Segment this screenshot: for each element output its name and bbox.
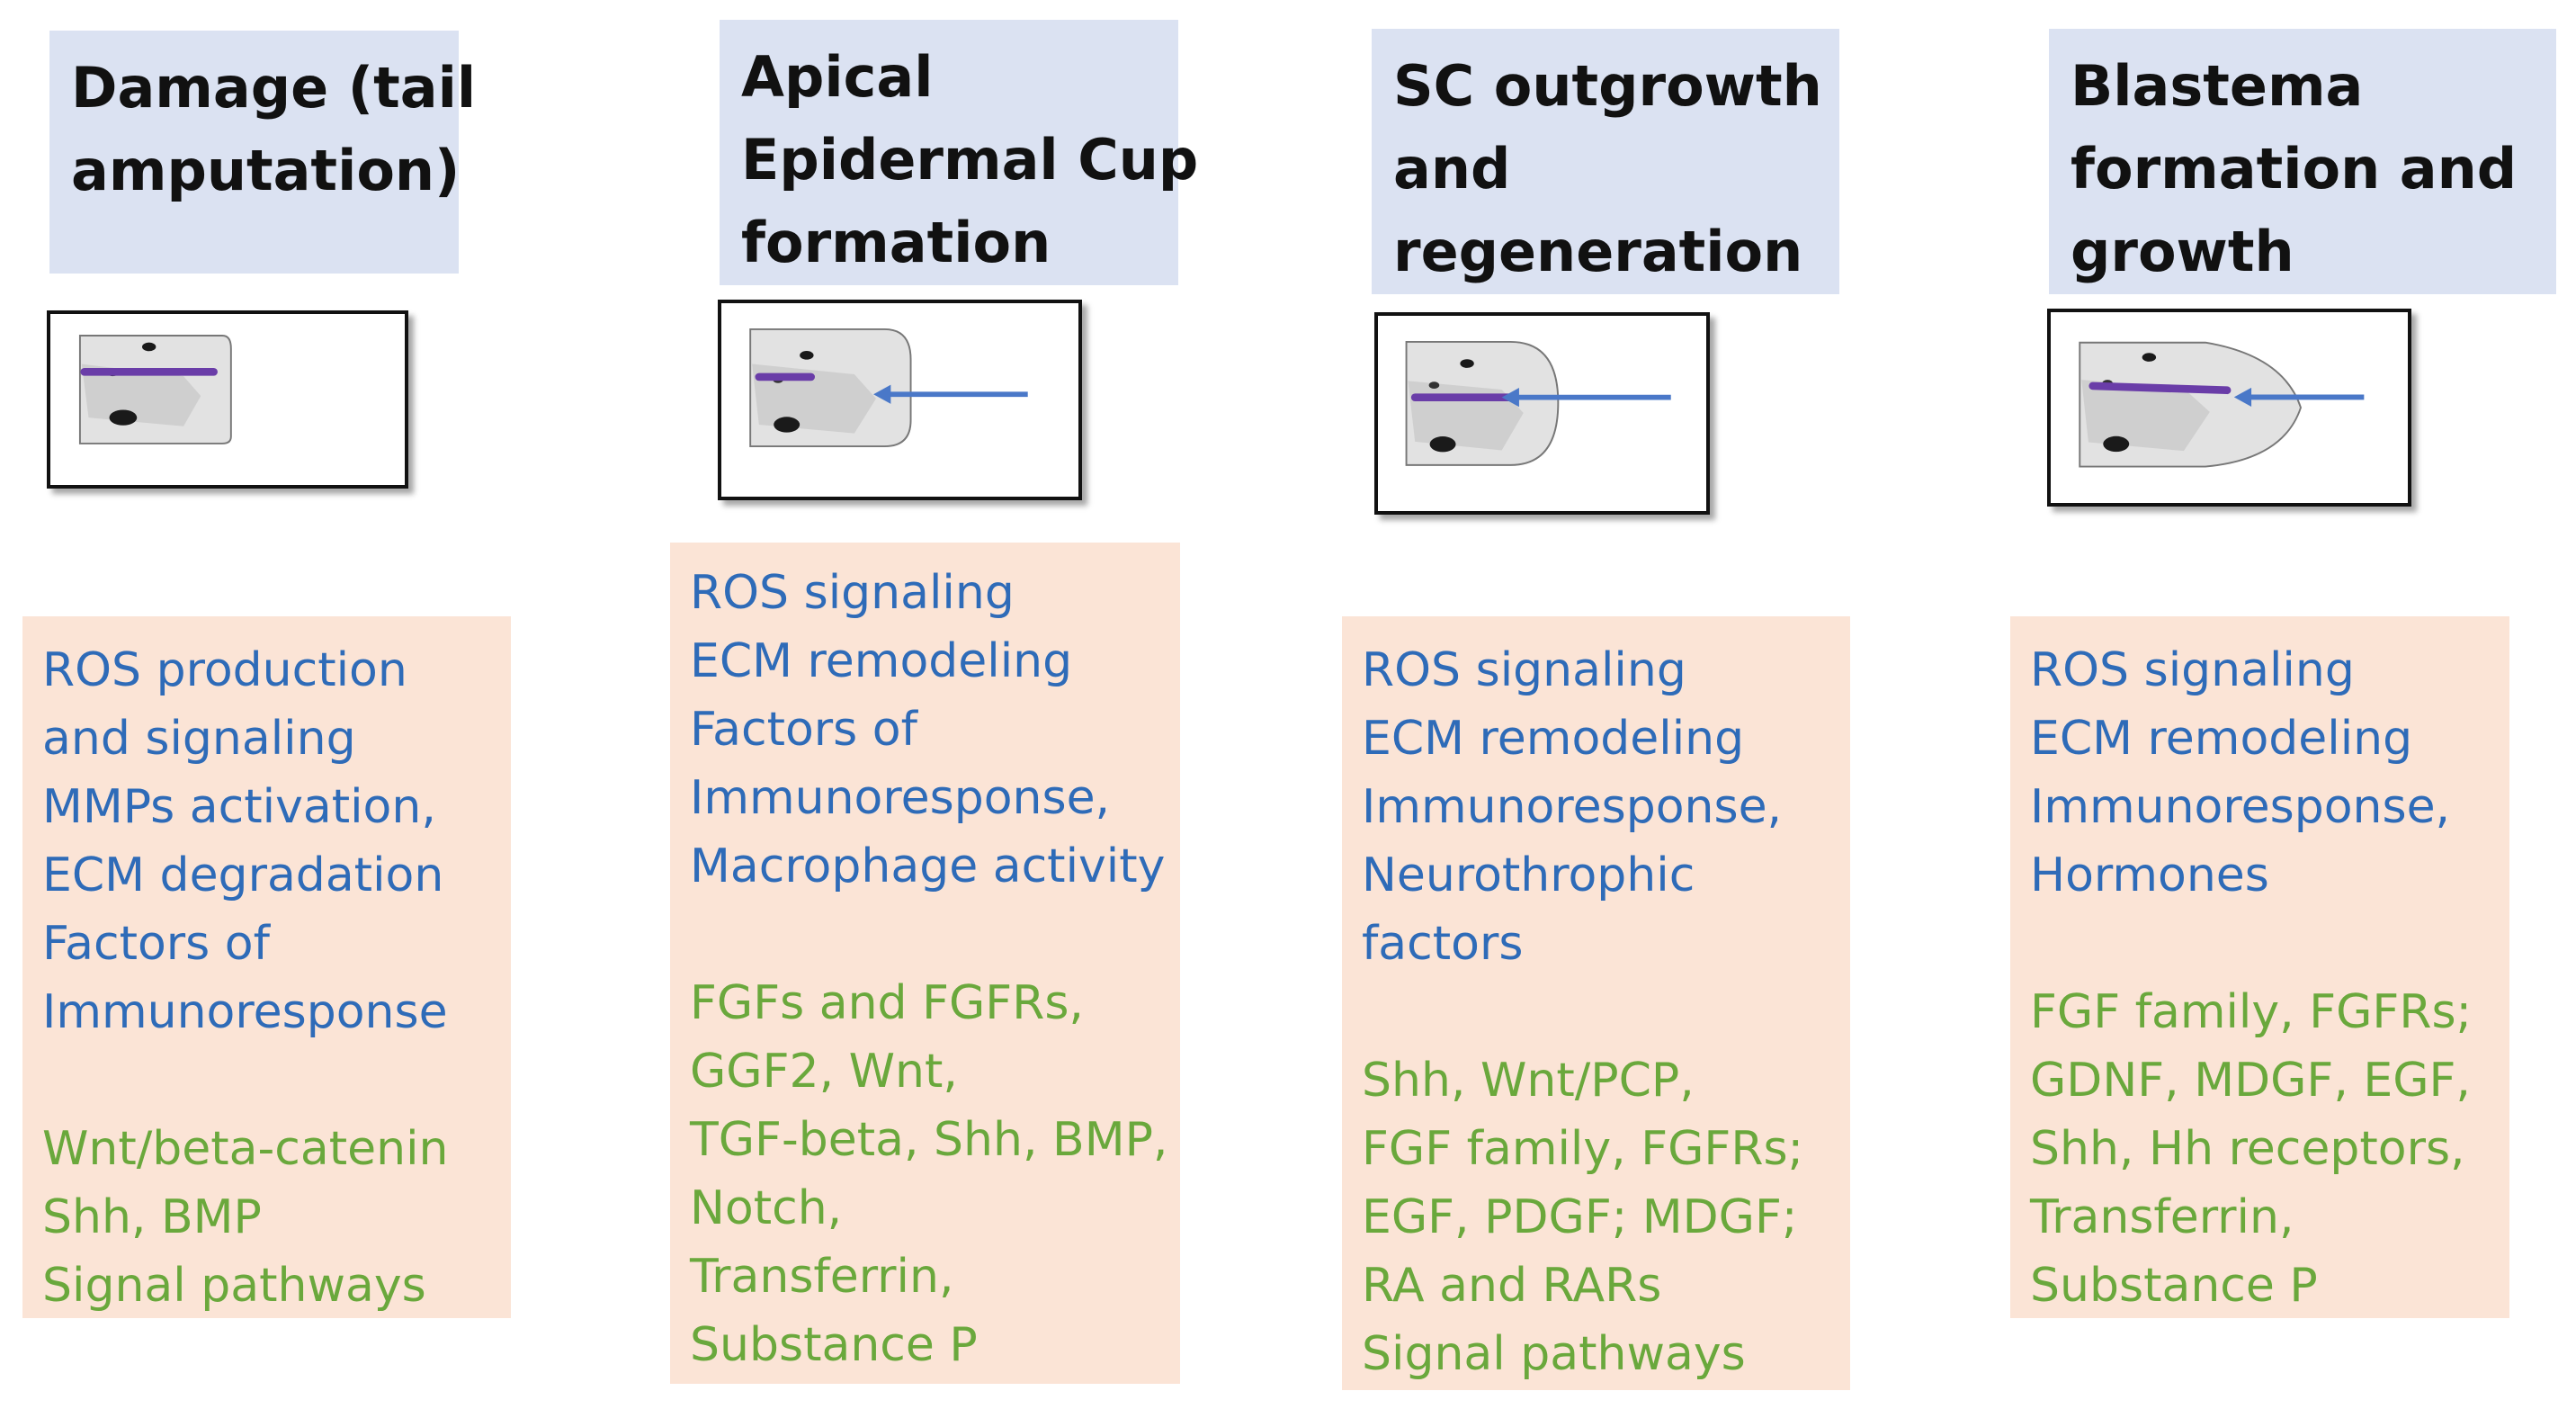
stage-3-tail-illustration bbox=[1374, 312, 1710, 515]
stage-1-tail-illustration bbox=[47, 310, 408, 489]
process-item: MMPs activation, bbox=[42, 780, 436, 834]
factor-item: Transferrin, bbox=[2030, 1190, 2294, 1244]
stage-title-line: Epidermal Cup bbox=[741, 127, 1199, 193]
tail-cup-image bbox=[749, 328, 1028, 448]
stage-2-title-box: Apical Epidermal Cup formation bbox=[720, 20, 1199, 285]
process-item: Neurothrophic bbox=[1362, 848, 1695, 902]
factor-item: GGF2, Wnt, bbox=[690, 1045, 958, 1099]
process-item: ROS production bbox=[42, 643, 407, 697]
factor-item: Signal pathways bbox=[42, 1259, 426, 1313]
stage-title-line: formation bbox=[741, 210, 1051, 275]
stage-title-line: SC outgrowth bbox=[1393, 53, 1822, 119]
process-item: ECM remodeling bbox=[690, 634, 1073, 688]
process-item: Macrophage activity bbox=[690, 839, 1166, 893]
process-item: ROS signaling bbox=[1362, 643, 1686, 697]
process-item: ECM remodeling bbox=[1362, 712, 1745, 766]
process-item: Factors of bbox=[42, 917, 270, 971]
process-item: ROS signaling bbox=[2030, 643, 2355, 697]
stage-4-tail-illustration bbox=[2047, 309, 2411, 507]
process-item: Factors of bbox=[690, 703, 917, 757]
process-item: ECM degradation bbox=[42, 848, 444, 902]
factor-item: EGF, PDGF; MDGF; bbox=[1362, 1190, 1798, 1244]
factor-item: FGFs and FGFRs, bbox=[690, 976, 1084, 1030]
stage-title-line: and bbox=[1393, 136, 1511, 202]
stage-2-info-box: ROS signaling ECM remodeling Factors of … bbox=[670, 543, 1180, 1384]
process-item: Hormones bbox=[2030, 848, 2269, 902]
factor-item: Wnt/beta-catenin bbox=[42, 1122, 449, 1176]
stage-2-tail-illustration bbox=[718, 300, 1082, 500]
factor-item: Transferrin, bbox=[690, 1250, 954, 1304]
process-item: ECM remodeling bbox=[2030, 712, 2413, 766]
tail-cut-image bbox=[78, 335, 232, 444]
stage-1-info-box: ROS production and signaling MMPs activa… bbox=[22, 616, 511, 1318]
process-item: Immunoresponse, bbox=[690, 771, 1111, 825]
stage-title-line: Blastema bbox=[2071, 53, 2364, 119]
tail-pointed-image bbox=[2079, 341, 2365, 468]
factor-item: FGF family, FGFRs; bbox=[2030, 985, 2473, 1039]
process-item: ROS signaling bbox=[690, 566, 1015, 620]
factor-item: GDNF, MDGF, EGF, bbox=[2030, 1054, 2471, 1108]
factor-item: TGF-beta, Shh, BMP, bbox=[690, 1113, 1168, 1167]
stage-title-line: formation and bbox=[2071, 136, 2518, 202]
stage-title-line: regeneration bbox=[1393, 219, 1803, 284]
stage-title-line: Damage (tail bbox=[71, 55, 477, 121]
factor-item: RA and RARs bbox=[1362, 1259, 1662, 1313]
stage-title-line: Apical bbox=[741, 44, 934, 110]
factor-item: Shh, Wnt/PCP, bbox=[1362, 1054, 1695, 1108]
stage-3-info-box: ROS signaling ECM remodeling Immunorespo… bbox=[1342, 616, 1850, 1390]
stage-3-title-box: SC outgrowth and regeneration bbox=[1372, 29, 1839, 294]
stage-title-line: growth bbox=[2071, 219, 2294, 284]
factor-item: FGF family, FGFRs; bbox=[1362, 1122, 1804, 1176]
process-item: Immunoresponse, bbox=[1362, 780, 1783, 834]
stage-1-title-box: Damage (tail amputation) bbox=[49, 31, 477, 274]
factor-item: Shh, BMP bbox=[42, 1190, 262, 1244]
process-item: and signaling bbox=[42, 712, 356, 766]
factor-item: Shh, Hh receptors, bbox=[2030, 1122, 2465, 1176]
factor-item: Signal pathways bbox=[1362, 1327, 1746, 1381]
factor-item: Substance P bbox=[690, 1318, 978, 1372]
stage-title-line: amputation) bbox=[71, 138, 461, 203]
factor-item: Notch, bbox=[690, 1181, 843, 1235]
process-item: Immunoresponse bbox=[42, 985, 448, 1039]
process-item: Immunoresponse, bbox=[2030, 780, 2451, 834]
stage-4-info-box: ROS signaling ECM remodeling Immunorespo… bbox=[2010, 616, 2509, 1318]
factor-item: Substance P bbox=[2030, 1259, 2318, 1313]
stage-4-title-box: Blastema formation and growth bbox=[2049, 29, 2556, 294]
process-item: factors bbox=[1362, 917, 1524, 971]
tail-rounded-image bbox=[1405, 340, 1671, 466]
